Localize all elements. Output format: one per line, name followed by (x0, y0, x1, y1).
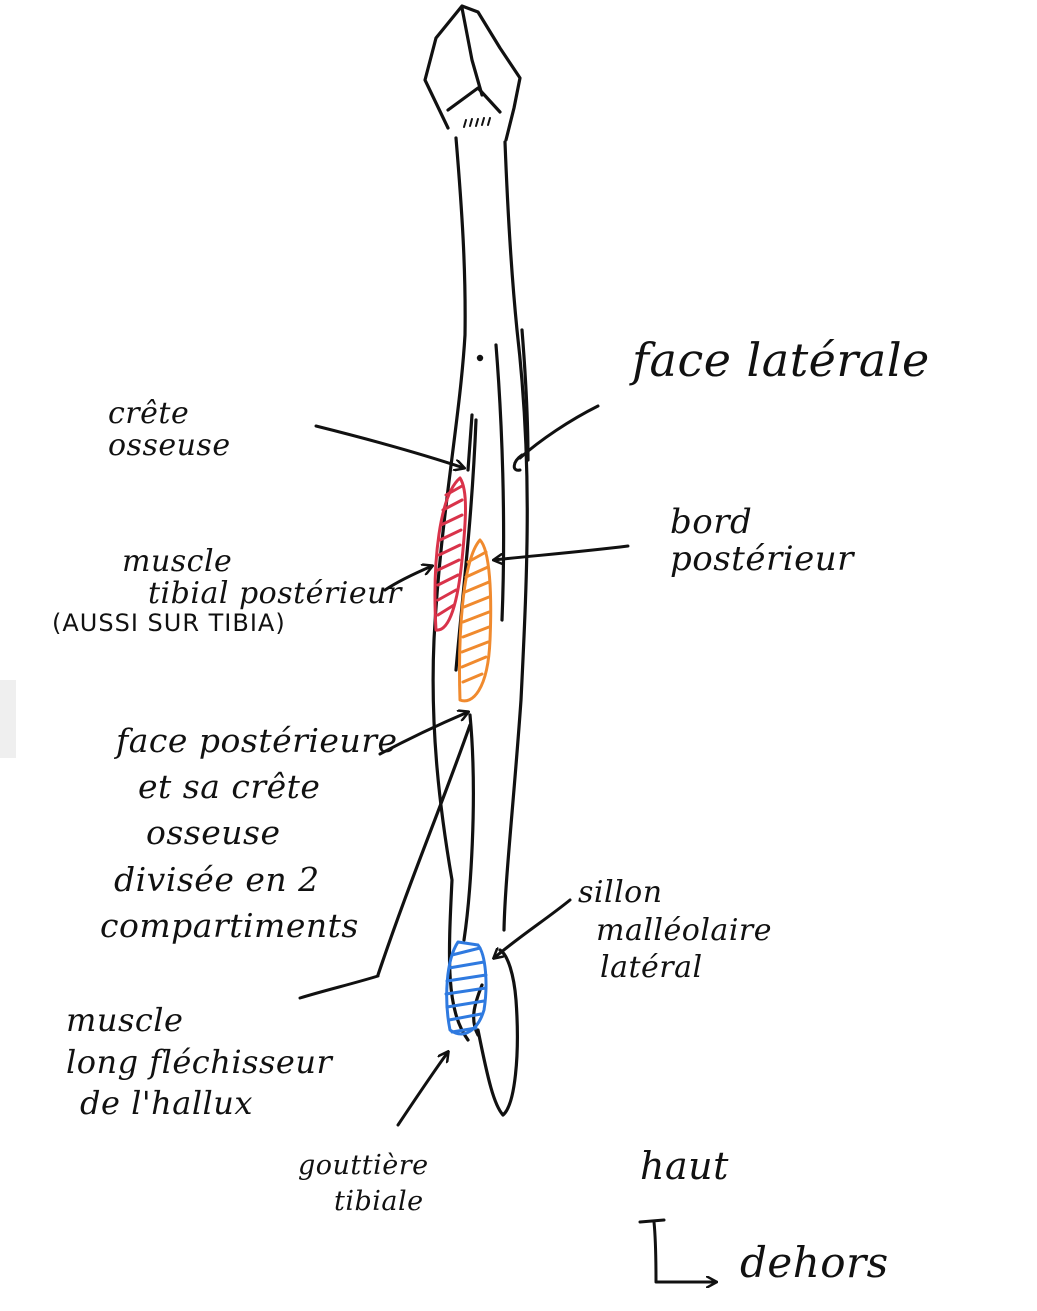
orientation-arrow (638, 1218, 716, 1282)
lateral-malleolus (476, 948, 519, 1117)
interosseous-crest (466, 413, 474, 472)
posterior-border-region (458, 538, 493, 703)
tibial-posterior-hatch (436, 484, 464, 617)
leader-muscle-long-flechisseur (298, 974, 380, 1000)
label-sillon-malleolaire: sillon malléolaire latéral (578, 875, 773, 985)
arrow-face-laterale-hook (512, 453, 524, 472)
label-gouttiere-tibiale: gouttière tibiale (298, 1150, 429, 1218)
fibula-head-outline (423, 4, 522, 142)
medial-crest-lower (462, 713, 475, 942)
tibial-posterior-muscle-region (433, 476, 467, 632)
posterior-crest-line (454, 418, 478, 672)
label-face-laterale: face latérale (632, 333, 930, 387)
fibula-right-contour (502, 140, 529, 932)
label-orientation-dehors: dehors (740, 1238, 889, 1287)
label-crete-osseuse: crête osseuse (108, 396, 231, 464)
flexor-hallucis-longus-hatch (444, 946, 488, 1034)
page-edge (0, 680, 16, 758)
lateral-face-line (520, 328, 530, 462)
shaft-long-diagonal (376, 723, 472, 977)
label-orientation-haut: haut (640, 1144, 729, 1188)
flexor-hallucis-longus-region (445, 940, 488, 1036)
arrow-face-posterieure (378, 712, 468, 756)
arrow-muscle-tibial (383, 566, 432, 592)
fibula-head-ridge (460, 6, 484, 97)
nutrient-foramen-dot (476, 354, 484, 362)
fibula-head-ridge-2 (446, 86, 502, 114)
label-face-posterieure: face postérieure et sa crête osseuse div… (100, 721, 398, 945)
arrow-bord-posterieur (494, 544, 630, 560)
label-muscle-long-flechisseur: muscle long fléchisseur de l'hallux (66, 1001, 333, 1123)
posterior-border-line (494, 343, 506, 622)
label-muscle-tibial-posterieur: muscle tibial postérieur (AUSSI SUR TIBI… (52, 544, 402, 637)
arrow-face-laterale (518, 404, 600, 460)
arrow-crete-osseuse (314, 424, 464, 468)
fibula-head-hatch (463, 117, 491, 128)
label-bord-posterieur: bord postérieur (670, 502, 854, 579)
arrow-gouttiere-tibiale (396, 1052, 448, 1127)
arrow-sillon-malleolaire (494, 898, 572, 958)
posterior-border-hatch (460, 550, 491, 684)
